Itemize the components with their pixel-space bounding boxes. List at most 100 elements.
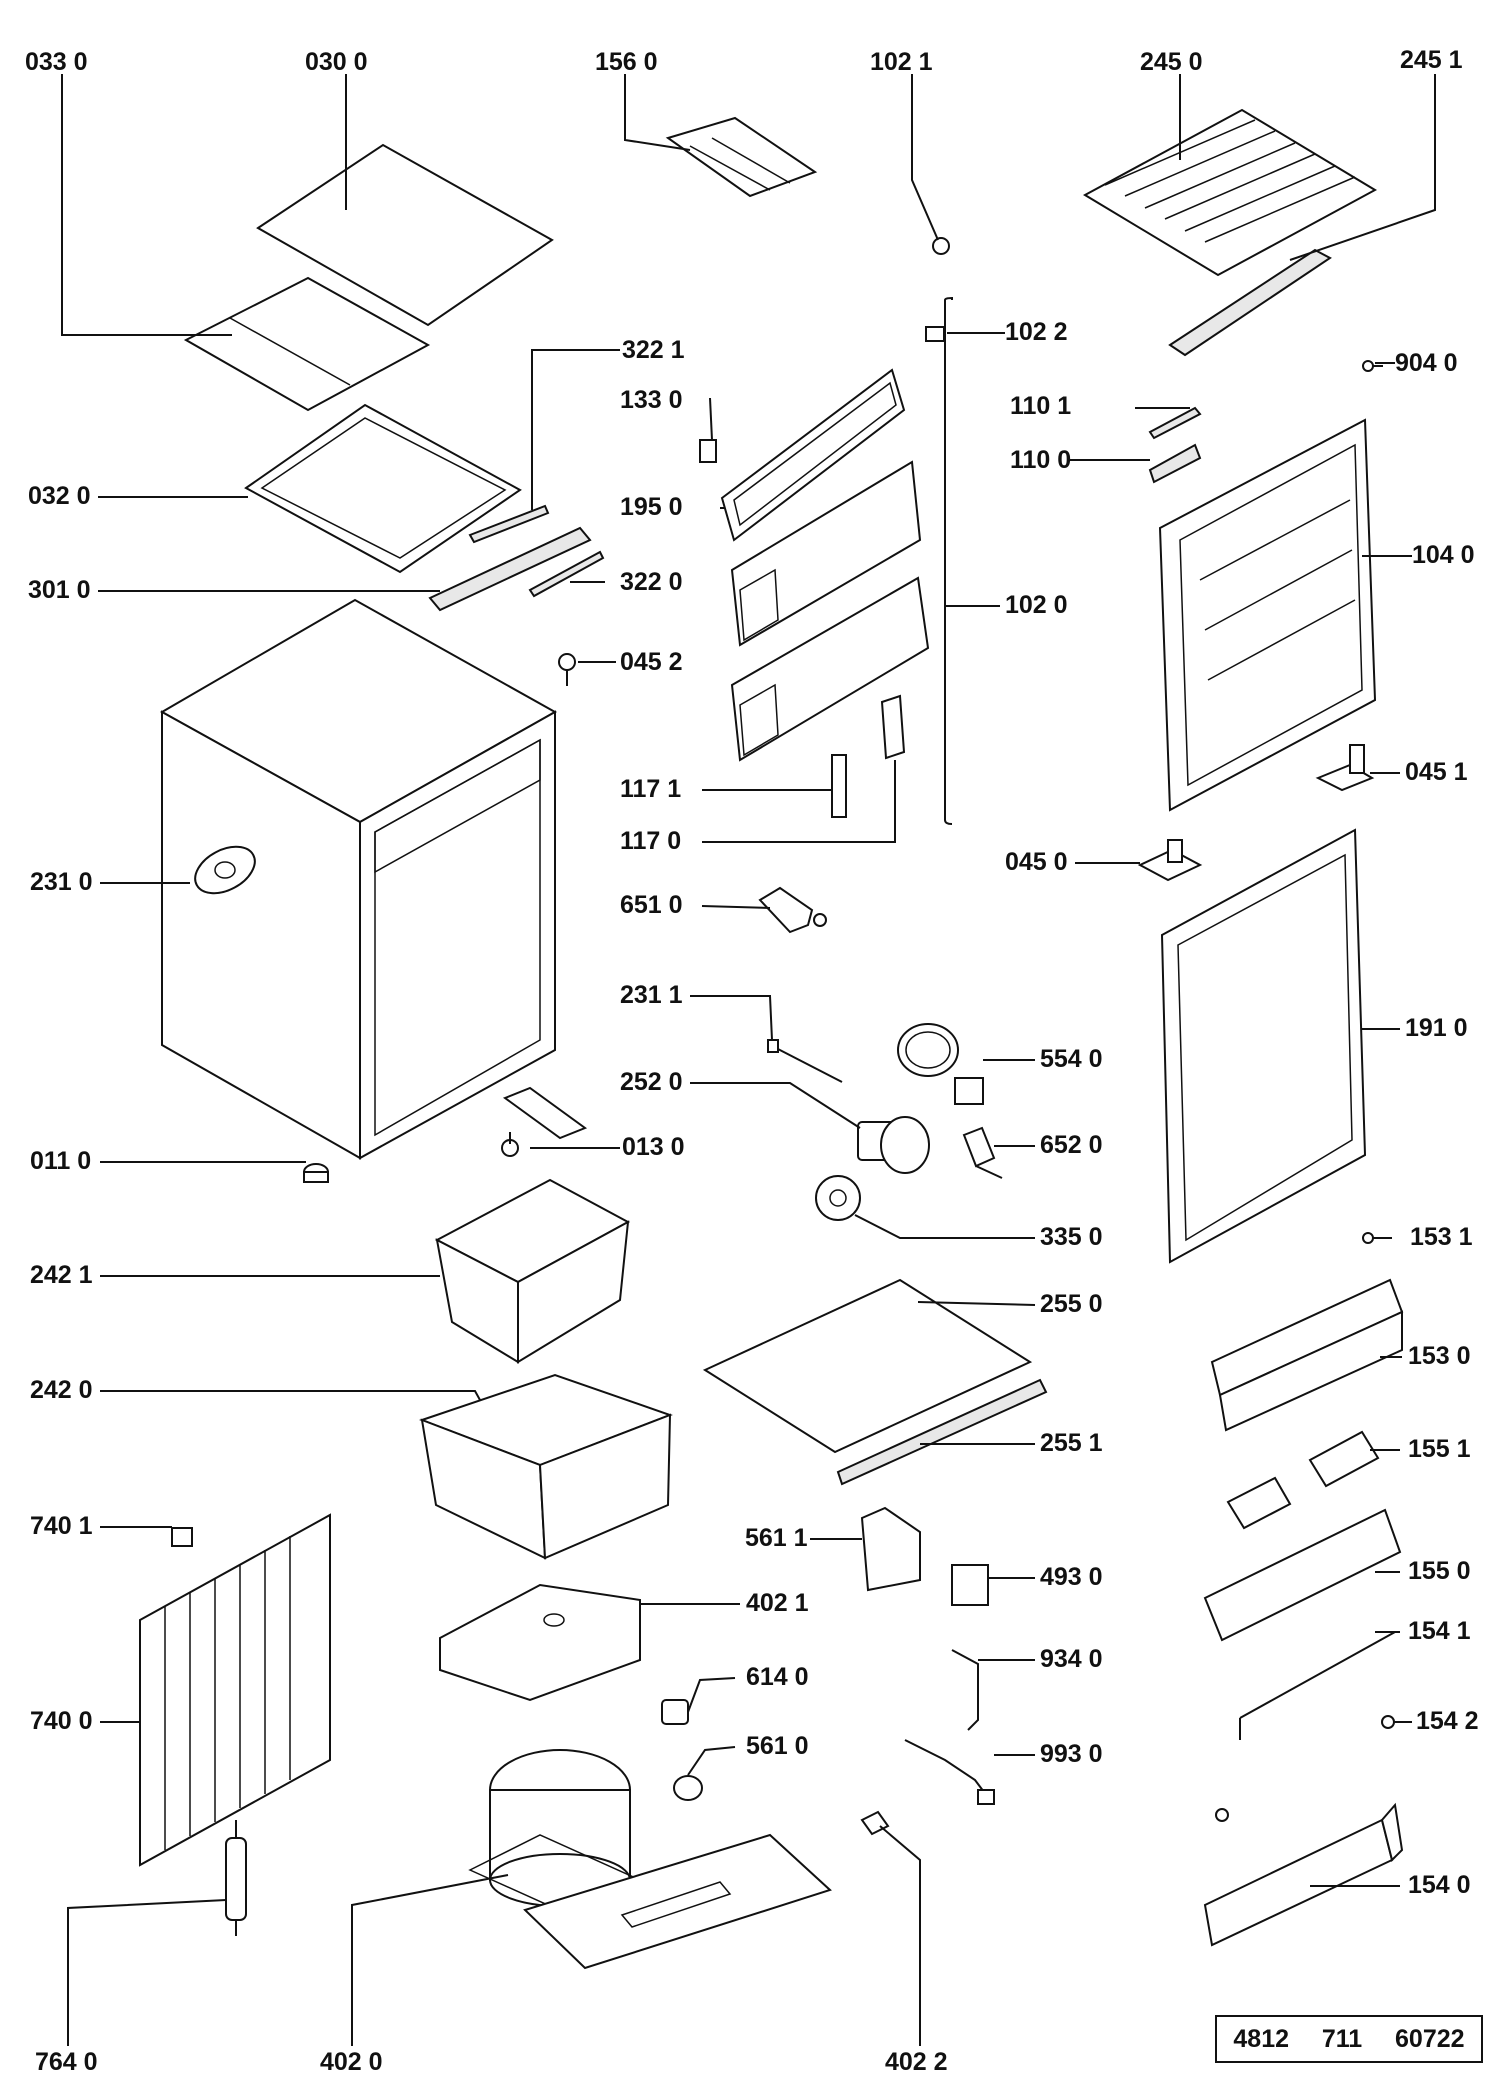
label-554-0: 554 0 xyxy=(1040,1045,1103,1073)
label-231-0: 231 0 xyxy=(30,868,93,896)
label-993-0: 993 0 xyxy=(1040,1740,1103,1768)
part-133-0-label xyxy=(699,439,717,463)
label-154-1: 154 1 xyxy=(1408,1617,1471,1645)
part-102-0-liner-panel-upper xyxy=(730,460,922,647)
part-554-0-knob-ring xyxy=(897,1023,984,1105)
part-102-0-liner-panel-lower xyxy=(730,576,930,762)
label-614-0: 614 0 xyxy=(746,1663,809,1691)
label-033-0: 033 0 xyxy=(25,48,88,76)
part-242-1-crisper xyxy=(434,1178,631,1364)
part-934-0-cable xyxy=(951,1649,979,1731)
label-154-2: 154 2 xyxy=(1416,1707,1479,1735)
label-153-1: 153 1 xyxy=(1410,1223,1473,1251)
doc-ref-part-c: 60722 xyxy=(1395,2024,1465,2053)
label-154-0: 154 0 xyxy=(1408,1871,1471,1899)
part-045-2-hinge-pin xyxy=(558,653,576,686)
label-255-0: 255 0 xyxy=(1040,1290,1103,1318)
label-153-0: 153 0 xyxy=(1408,1342,1471,1370)
label-133-0: 133 0 xyxy=(620,386,683,414)
part-033-0-drip-tray-lid xyxy=(183,276,431,412)
label-102-2: 102 2 xyxy=(1005,318,1068,346)
part-191-0-door-gasket xyxy=(1160,828,1367,1264)
part-335-0-knob xyxy=(815,1175,861,1221)
part-561-1-starter xyxy=(860,1506,921,1592)
label-032-0: 032 0 xyxy=(28,482,91,510)
part-904-0-screw xyxy=(1362,360,1383,372)
part-255-1-shelf-trim xyxy=(836,1378,1048,1486)
part-base-plate xyxy=(523,1833,832,1970)
label-117-1: 117 1 xyxy=(620,775,682,803)
label-652-0: 652 0 xyxy=(1040,1131,1103,1159)
part-493-0-terminal-block xyxy=(951,1564,989,1606)
part-110-0-hinge-cap xyxy=(1148,443,1202,484)
part-045-1-hinge xyxy=(1315,744,1375,792)
label-242-1: 242 1 xyxy=(30,1261,93,1289)
part-030-0-glass-cover xyxy=(256,143,554,327)
part-011-0-foot xyxy=(303,1163,329,1183)
label-740-0: 740 0 xyxy=(30,1707,93,1735)
label-045-2: 045 2 xyxy=(620,648,683,676)
label-110-0: 110 0 xyxy=(1010,446,1072,474)
part-322-0-rail xyxy=(528,550,605,598)
label-195-0: 195 0 xyxy=(620,493,683,521)
part-154-0-bottle-rack xyxy=(1203,1802,1404,1947)
label-242-0: 242 0 xyxy=(30,1376,93,1404)
label-011-0: 011 0 xyxy=(30,1147,92,1175)
label-764-0: 764 0 xyxy=(35,2048,98,2074)
label-322-1: 322 1 xyxy=(622,336,685,364)
label-231-1: 231 1 xyxy=(620,981,683,1009)
label-335-0: 335 0 xyxy=(1040,1223,1103,1251)
part-231-1-sensor xyxy=(767,1039,843,1083)
label-402-1: 402 1 xyxy=(746,1589,809,1617)
label-156-0: 156 0 xyxy=(595,48,658,76)
label-191-0: 191 0 xyxy=(1405,1014,1468,1042)
part-104-0-freezer-door xyxy=(1158,418,1377,812)
label-110-1: 110 1 xyxy=(1010,392,1072,420)
part-045-0-hinge xyxy=(1137,839,1203,882)
part-102-1-lamp xyxy=(932,237,950,255)
part-154-1-bar xyxy=(1239,1631,1396,1740)
label-045-0: 045 0 xyxy=(1005,848,1068,876)
part-402-1-top-cover xyxy=(439,1583,641,1702)
part-242-0-drawer xyxy=(419,1373,673,1560)
label-102-1: 102 1 xyxy=(870,48,933,76)
part-013-0-bracket xyxy=(501,1086,588,1157)
part-154-2-screw xyxy=(1381,1715,1408,1729)
part-245-1-shelf-rail xyxy=(1168,248,1332,357)
part-322-1-rail xyxy=(468,504,550,544)
part-156-0-ice-tray xyxy=(665,116,818,198)
part-110-1-hinge-cap xyxy=(1148,406,1202,440)
part-252-0-thermostat-housing xyxy=(857,1116,930,1174)
part-231-0-badge xyxy=(194,845,256,895)
label-030-0: 030 0 xyxy=(305,48,368,76)
part-301-0-rail xyxy=(428,526,592,612)
part-651-0-thermostat xyxy=(758,886,827,934)
part-155-0-door-bin xyxy=(1203,1508,1402,1642)
doc-ref-part-a: 4812 xyxy=(1233,2024,1290,2053)
label-402-2: 402 2 xyxy=(885,2048,948,2074)
label-117-0: 117 0 xyxy=(620,827,682,855)
label-155-1: 155 1 xyxy=(1408,1435,1471,1463)
part-652-0-switch xyxy=(962,1126,1003,1179)
part-561-0-overload xyxy=(673,1775,703,1801)
label-493-0: 493 0 xyxy=(1040,1563,1103,1591)
label-245-1: 245 1 xyxy=(1400,46,1463,74)
part-155-1-egg-tray xyxy=(1226,1430,1380,1530)
part-cabinet-body xyxy=(159,598,558,1160)
label-245-0: 245 0 xyxy=(1140,48,1203,76)
label-322-0: 322 0 xyxy=(620,568,683,596)
label-561-0: 561 0 xyxy=(746,1732,809,1760)
part-032-0-shelf-frame xyxy=(244,403,522,574)
part-740-0-condenser xyxy=(139,1513,331,1867)
label-013-0: 013 0 xyxy=(622,1133,685,1161)
label-651-0: 651 0 xyxy=(620,891,683,919)
part-153-0-door-rack xyxy=(1210,1278,1404,1432)
label-904-0: 904 0 xyxy=(1395,349,1458,377)
part-764-0-filter-drier xyxy=(225,1820,247,1936)
part-117-1-handle xyxy=(831,754,847,818)
label-301-0: 301 0 xyxy=(28,576,91,604)
part-195-0-gasket-frame xyxy=(720,368,906,542)
